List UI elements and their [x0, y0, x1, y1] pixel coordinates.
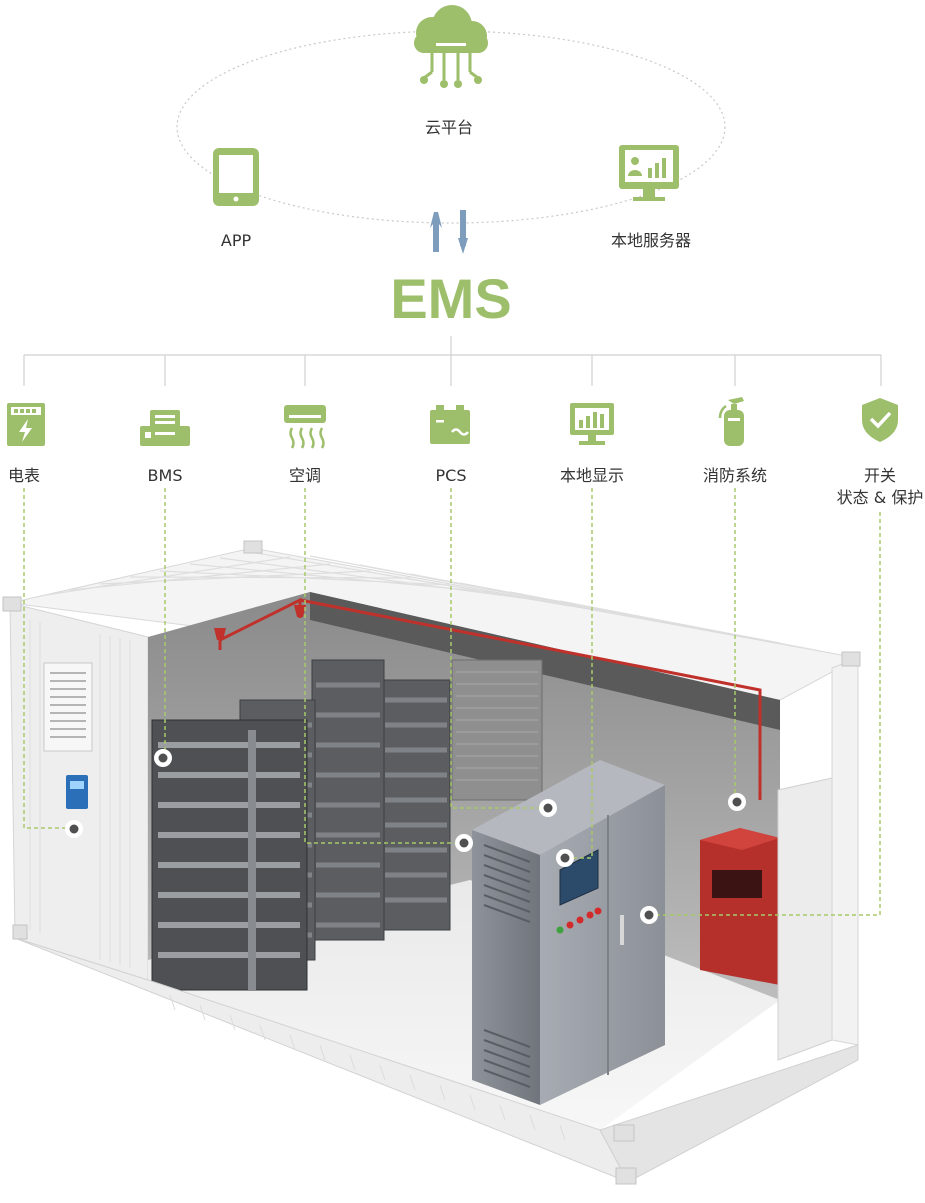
- air-conditioner-icon: [284, 405, 326, 449]
- local-server-label: 本地服务器: [611, 231, 691, 250]
- cloud-network-icon: [414, 5, 488, 88]
- callout-dot-pcs: [539, 799, 557, 817]
- callout-dot-bms: [154, 749, 172, 767]
- battery-cabinet-icon: [140, 410, 190, 446]
- fire-extinguisher-icon: [718, 397, 744, 446]
- battery-converter-icon: [430, 405, 470, 444]
- tablet-icon: [213, 148, 259, 206]
- monitor-chart-icon: [619, 145, 679, 201]
- module-label-display: 本地显示: [560, 466, 624, 485]
- container-illustration: [2, 540, 861, 1185]
- display-chart-icon: [570, 403, 614, 445]
- callout-leader-lines: [23, 488, 881, 916]
- module-label-meter: 电表: [8, 466, 40, 485]
- module-label-pcs: PCS: [436, 466, 467, 485]
- callout-dot-display: [556, 849, 574, 867]
- module-label-ac: 空调: [289, 466, 321, 485]
- module-label-switch: 开关: [864, 466, 896, 485]
- ems-title: EMS: [390, 267, 511, 330]
- cloud-orbit-ellipse: [176, 30, 726, 224]
- callout-dot-fire: [728, 793, 746, 811]
- module-label-switch-line2: 状态 & 保护: [837, 488, 924, 507]
- cloud-platform-label: 云平台: [425, 118, 473, 137]
- callout-dot-meter: [65, 820, 83, 838]
- module-label-fire: 消防系统: [703, 466, 767, 485]
- up-down-arrows-icon: [430, 210, 468, 254]
- shield-check-icon: [862, 398, 898, 442]
- module-label-bms: BMS: [148, 466, 183, 485]
- ems-branch-lines: [23, 336, 882, 386]
- app-label: APP: [221, 231, 252, 250]
- electric-meter-icon: [7, 403, 45, 446]
- callout-dot-ac: [455, 834, 473, 852]
- callout-dot-switch: [640, 906, 658, 924]
